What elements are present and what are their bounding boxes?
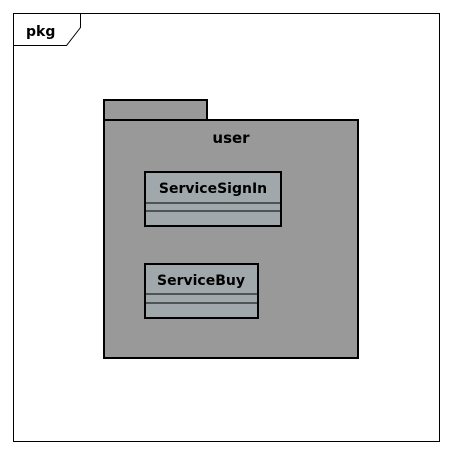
class-service-sign-in[interactable]: ServiceSignIn: [144, 171, 282, 227]
package-tab: [103, 99, 208, 122]
frame-kind-label: pkg: [26, 24, 55, 40]
class-box: [144, 171, 282, 227]
class-name: ServiceSignIn: [159, 181, 267, 197]
class-box: [144, 263, 259, 319]
class-service-buy[interactable]: ServiceBuy: [144, 263, 259, 319]
frame-name-tab: [13, 13, 81, 46]
package-name: user: [212, 129, 250, 147]
class-name: ServiceBuy: [157, 273, 245, 289]
package-user[interactable]: user: [103, 99, 359, 359]
package-body: [103, 119, 359, 359]
